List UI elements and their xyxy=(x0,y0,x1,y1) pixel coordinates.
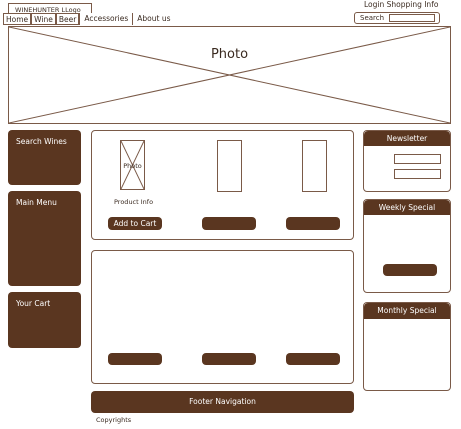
hero-label: Photo xyxy=(210,47,249,62)
nav-item-about-us[interactable]: About us xyxy=(132,13,175,25)
main-nav: Home Wine Beer Accessories About us xyxy=(3,13,175,25)
product-photo-3[interactable] xyxy=(302,140,327,192)
photo-cross-icon xyxy=(121,141,144,189)
search-wines-panel[interactable]: Search Wines xyxy=(8,130,81,185)
footer-navigation[interactable]: Footer Navigation xyxy=(91,391,354,413)
weekly-special-title: Weekly Special xyxy=(364,200,450,215)
nav-item-home[interactable]: Home xyxy=(3,13,32,25)
product-info-label: Product Info xyxy=(114,198,154,206)
content-button-3[interactable] xyxy=(286,353,340,365)
content-button-2[interactable] xyxy=(202,353,256,365)
search-input[interactable] xyxy=(389,14,435,22)
product-button-3[interactable] xyxy=(286,217,340,230)
search-wines-label: Search Wines xyxy=(16,137,67,146)
nav-item-accessories[interactable]: Accessories xyxy=(79,13,133,25)
your-cart-label: Your Cart xyxy=(16,299,51,308)
product-photo-2[interactable] xyxy=(217,140,242,192)
content-button-1[interactable] xyxy=(108,353,162,365)
monthly-special-title: Monthly Special xyxy=(364,303,450,319)
copyrights-text: Copyrights xyxy=(96,416,132,424)
monthly-special-panel: Monthly Special xyxy=(363,302,451,391)
search-box: Search xyxy=(354,12,440,24)
hero-cross-icon xyxy=(9,27,450,123)
nav-item-wine[interactable]: Wine xyxy=(31,13,56,25)
newsletter-title: Newsletter xyxy=(364,131,450,146)
your-cart-panel[interactable]: Your Cart xyxy=(8,292,81,348)
newsletter-input-2[interactable] xyxy=(394,169,441,179)
product-photo-1[interactable] xyxy=(120,140,145,190)
weekly-special-button[interactable] xyxy=(383,264,437,276)
hero-photo-placeholder xyxy=(8,26,451,124)
weekly-special-panel: Weekly Special xyxy=(363,199,451,293)
newsletter-input-1[interactable] xyxy=(394,154,441,164)
main-menu-panel[interactable]: Main Menu xyxy=(8,191,81,286)
nav-item-beer[interactable]: Beer xyxy=(55,13,80,25)
product-photo-label: Photo xyxy=(123,162,142,170)
top-links[interactable]: Login Shopping Info xyxy=(364,0,439,9)
product-button-2[interactable] xyxy=(202,217,256,230)
add-to-cart-button[interactable]: Add to Cart xyxy=(108,217,162,230)
main-menu-label: Main Menu xyxy=(16,198,57,207)
search-label: Search xyxy=(360,14,385,22)
